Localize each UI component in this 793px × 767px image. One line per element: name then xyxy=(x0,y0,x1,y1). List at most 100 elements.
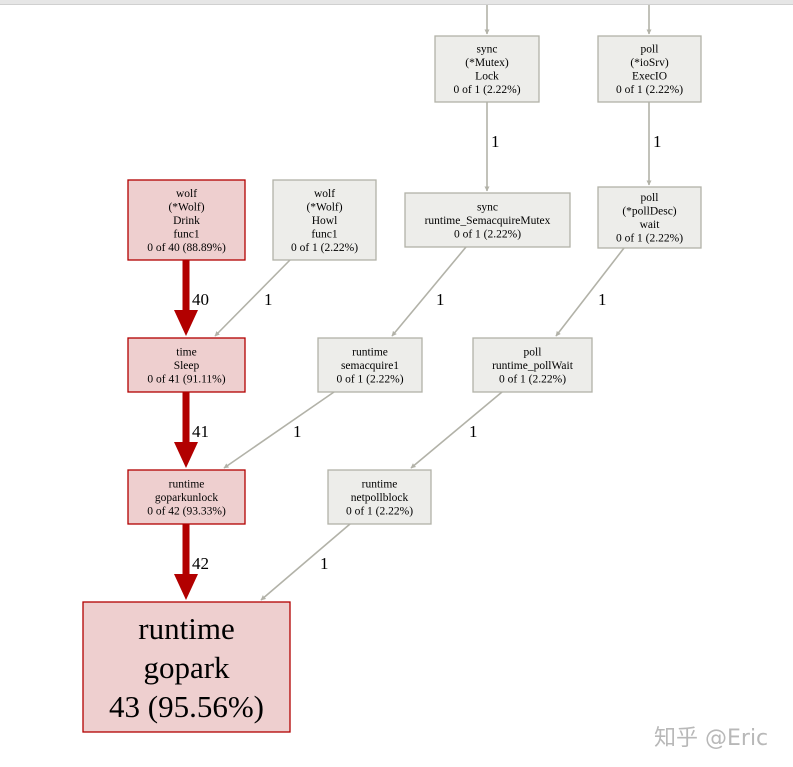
edge-label: 1 xyxy=(469,422,478,441)
node-label-line: 0 of 1 (2.22%) xyxy=(616,84,683,96)
node-label-line: Drink xyxy=(173,215,200,227)
edge-mutex-to-semamutex: 1 xyxy=(484,102,500,192)
node-label-line: (*pollDesc) xyxy=(622,206,676,218)
watermark: 知乎 @Eric xyxy=(654,726,769,751)
node-label-line: (*Mutex) xyxy=(465,57,509,69)
edge-label: 42 xyxy=(192,554,209,573)
node-label-line: semacquire1 xyxy=(341,360,399,372)
node-label-line: netpollblock xyxy=(351,492,409,504)
node-label-line: 0 of 40 (88.89%) xyxy=(147,242,226,254)
arrowhead xyxy=(174,574,198,600)
edge-howl-to-sleep: 1 xyxy=(214,259,291,337)
node-label-line: 0 of 41 (91.11%) xyxy=(147,373,225,385)
edge-line xyxy=(260,523,351,601)
edges-layer: 1 1 40 1 1 1 41 1 1 42 1 xyxy=(174,5,662,601)
node-label-line: Lock xyxy=(475,71,499,83)
node-label-line: runtime_SemacquireMutex xyxy=(425,215,551,227)
node-label-line: (*ioSrv) xyxy=(630,57,669,69)
node-box xyxy=(272,179,377,261)
edge-iosrv-to-polldesc: 1 xyxy=(646,102,662,186)
edge-netpollblock-to-gopark: 1 xyxy=(260,523,351,601)
node-label-line: goparkunlock xyxy=(155,492,218,504)
node-label-line: (*Wolf) xyxy=(306,201,342,213)
edge-label: 1 xyxy=(598,290,607,309)
node-label-line: poll xyxy=(641,192,659,204)
node-label-line: func1 xyxy=(311,228,337,240)
edge-line xyxy=(223,391,335,469)
edge-label: 40 xyxy=(192,290,209,309)
node-label-line: sync xyxy=(476,44,497,56)
node-label-line: runtime xyxy=(362,478,398,490)
node-label-line: runtime xyxy=(352,346,388,358)
node-label-line: 43 (95.56%) xyxy=(109,689,264,724)
node-box xyxy=(127,337,246,393)
node-label-line: 0 of 42 (93.33%) xyxy=(147,505,226,517)
edge-label: 41 xyxy=(192,422,209,441)
node-label-line: (*Wolf) xyxy=(168,201,204,213)
top-rule xyxy=(0,0,793,5)
node-label-line: runtime_pollWait xyxy=(492,360,574,372)
edge-line xyxy=(555,247,625,337)
edge-pollwait-to-netpollblock: 1 xyxy=(410,391,503,469)
node-box xyxy=(317,337,423,393)
node-label-line: 0 of 1 (2.22%) xyxy=(616,233,683,245)
node-label-line: 0 of 1 (2.22%) xyxy=(454,228,521,240)
edge-label: 1 xyxy=(264,290,273,309)
node-label-line: ExecIO xyxy=(632,71,667,83)
node-label-line: 0 of 1 (2.22%) xyxy=(346,505,413,517)
node-label-line: wolf xyxy=(314,188,335,200)
edge-label: 1 xyxy=(653,132,662,151)
edge-polldesc-to-pollwait: 1 xyxy=(555,247,625,337)
node-label-line: sync xyxy=(477,201,498,213)
node-label-line: Sleep xyxy=(174,360,200,372)
node-label-line: gopark xyxy=(143,650,230,685)
node-box xyxy=(434,35,540,103)
node-label-line: 0 of 1 (2.22%) xyxy=(499,373,566,385)
node-box xyxy=(404,192,571,248)
node-box xyxy=(82,601,291,733)
node-box xyxy=(127,469,246,525)
node-label-line: 0 of 1 (2.22%) xyxy=(336,373,403,385)
edge-semacquire1-to-goparkunlock: 1 xyxy=(223,391,335,469)
node-label-line: time xyxy=(176,346,196,358)
node-gopark[interactable]: runtime gopark 43 (95.56%) xyxy=(82,601,291,733)
node-label-line: Howl xyxy=(312,215,338,227)
node-label-line: 0 of 1 (2.22%) xyxy=(291,242,358,254)
edge-semamutex-to-semacquire1: 1 xyxy=(391,246,467,337)
node-label-line: poll xyxy=(524,346,542,358)
node-label-line: wait xyxy=(640,219,661,231)
edge-label: 1 xyxy=(491,132,500,151)
edge-label: 1 xyxy=(320,554,329,573)
node-label-line: 0 of 1 (2.22%) xyxy=(453,84,520,96)
node-box xyxy=(127,179,246,261)
edge-line xyxy=(410,391,503,469)
edge-line xyxy=(214,259,291,337)
edge-label: 1 xyxy=(293,422,302,441)
node-polldesc-wait[interactable]: poll (*pollDesc)wait 0 of 1 (2.22%) xyxy=(597,186,702,249)
node-box xyxy=(472,337,593,393)
node-box xyxy=(327,469,432,525)
node-label-line: func1 xyxy=(173,228,199,240)
edge-sleep-to-goparkunlock: 41 xyxy=(174,392,209,468)
node-box xyxy=(597,35,702,103)
node-label-line: runtime xyxy=(169,478,205,490)
node-label-line: runtime xyxy=(138,611,234,646)
node-label-line: poll xyxy=(641,44,659,56)
edge-line xyxy=(391,246,467,337)
node-label-line: wolf xyxy=(176,188,197,200)
arrowhead xyxy=(174,442,198,468)
edge-label: 1 xyxy=(436,290,445,309)
node-box xyxy=(597,186,702,249)
